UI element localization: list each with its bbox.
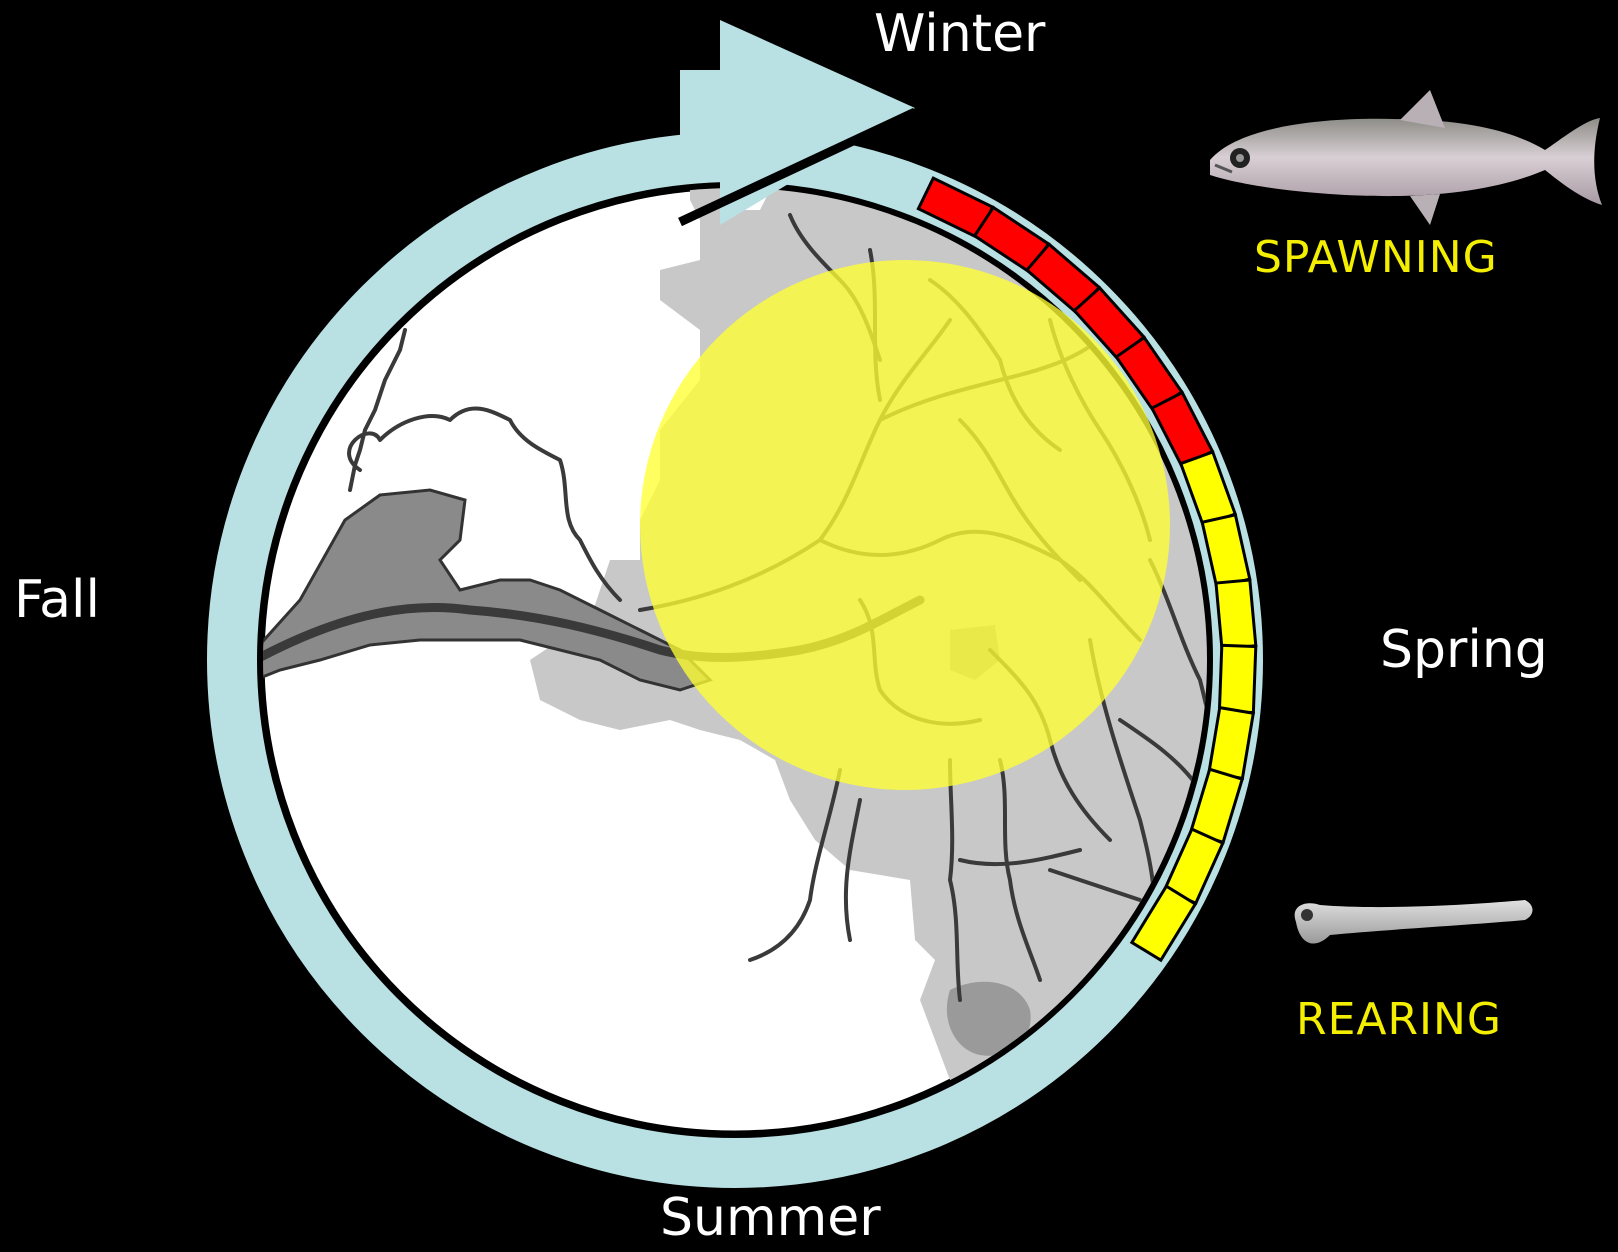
highlight-circle [640,260,1170,790]
rearing-segment [1181,452,1235,526]
season-label-spring: Spring [1380,624,1548,676]
rearing-segment [1219,645,1255,712]
stage-label-spawning: SPAWNING [1254,236,1498,280]
season-label-fall: Fall [14,574,100,626]
larval-smelt-icon [1295,900,1533,944]
stage-label-rearing: REARING [1296,998,1502,1042]
season-label-summer: Summer [660,1192,881,1244]
adult-smelt-icon [1210,90,1602,225]
season-label-winter: Winter [874,8,1045,60]
rearing-segment [1216,580,1256,649]
